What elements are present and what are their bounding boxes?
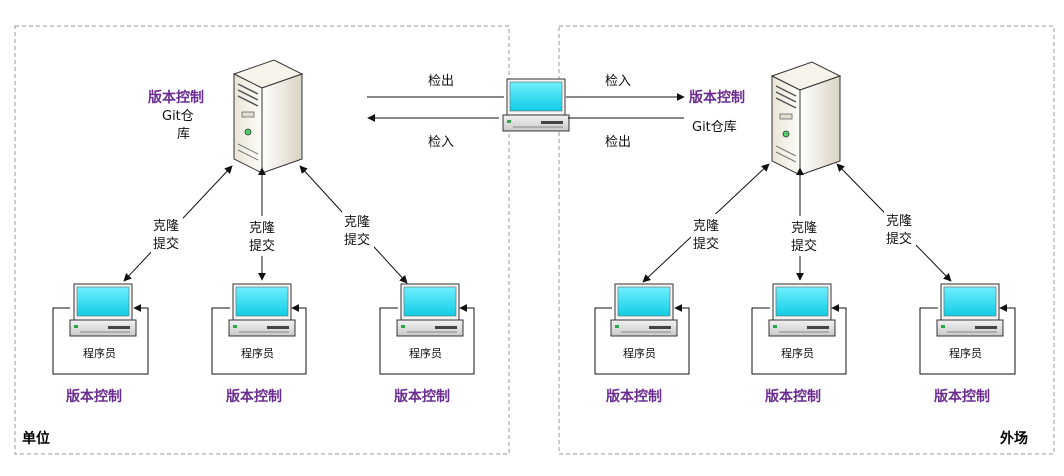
workstation-right-1: 程序员 版本控制 bbox=[594, 283, 690, 405]
workstation-left-2: 程序员 版本控制 bbox=[211, 283, 307, 405]
left-link-3-commit: 提交 bbox=[344, 232, 370, 248]
workstation-role: 程序员 bbox=[241, 346, 274, 360]
self-loop bbox=[379, 304, 475, 375]
right-link-3-label-bg bbox=[884, 209, 916, 249]
workstation-role: 程序员 bbox=[623, 346, 656, 360]
left-server-repo-line2: 库 bbox=[177, 126, 190, 142]
left-link-1-commit: 提交 bbox=[153, 236, 179, 252]
computer-icon bbox=[936, 283, 1004, 337]
self-loop bbox=[751, 304, 847, 375]
workstation-caption: 版本控制 bbox=[394, 388, 450, 405]
left-link-1-label-bg bbox=[151, 213, 183, 253]
right-link-2-label-bg bbox=[789, 216, 821, 256]
left-server bbox=[233, 59, 303, 174]
right-server-repo: Git仓库 bbox=[692, 119, 737, 135]
computer-icon bbox=[396, 283, 464, 337]
server-icon bbox=[233, 59, 303, 174]
workstation-caption: 版本控制 bbox=[606, 388, 662, 405]
workstation-caption: 版本控制 bbox=[226, 388, 282, 405]
self-loop bbox=[211, 304, 307, 375]
transfer-label-bottom-left: 检入 bbox=[428, 135, 454, 150]
computer-icon bbox=[69, 283, 137, 337]
left-link-2-commit: 提交 bbox=[249, 238, 275, 254]
right-server bbox=[771, 61, 841, 176]
right-link-2-clone: 克隆 bbox=[791, 221, 817, 236]
right-link-1-label-bg bbox=[691, 214, 723, 254]
workstation-role: 程序员 bbox=[83, 346, 116, 360]
right-link-3-commit: 提交 bbox=[886, 231, 912, 247]
workstation-right-2: 程序员 版本控制 bbox=[751, 283, 847, 405]
left-link-3-clone: 克隆 bbox=[344, 215, 370, 230]
workstation-caption: 版本控制 bbox=[934, 388, 990, 405]
left-link-2-label-bg bbox=[247, 216, 279, 256]
transfer-label-top-right: 检入 bbox=[605, 74, 631, 89]
self-loop bbox=[919, 304, 1016, 375]
left-server-title: 版本控制 bbox=[148, 89, 204, 106]
right-server-title: 版本控制 bbox=[689, 89, 745, 106]
server-icon bbox=[771, 61, 841, 176]
transfer-label-top-left: 检出 bbox=[428, 74, 454, 89]
right-link-3-clone: 克隆 bbox=[886, 214, 912, 229]
right-link-1-clone: 克隆 bbox=[693, 219, 719, 234]
self-loop bbox=[594, 304, 690, 375]
computer-icon bbox=[610, 283, 678, 337]
left-server-repo-line1: Git仓 bbox=[162, 109, 194, 124]
workstation-role: 程序员 bbox=[409, 346, 442, 360]
right-link-1-commit: 提交 bbox=[693, 236, 719, 252]
workstation-left-3: 程序员 版本控制 bbox=[379, 283, 475, 405]
workstation-caption: 版本控制 bbox=[765, 388, 821, 405]
workstation-role: 程序员 bbox=[781, 346, 814, 360]
computer-icon bbox=[228, 283, 296, 337]
right-link-2-commit: 提交 bbox=[791, 238, 817, 254]
zone-right-label: 外场 bbox=[1000, 430, 1028, 447]
workstation-right-3: 程序员 版本控制 bbox=[919, 283, 1016, 405]
self-loop bbox=[52, 304, 149, 375]
transfer-label-bottom-right: 检出 bbox=[605, 135, 631, 150]
zone-right-border bbox=[558, 25, 1055, 455]
left-link-1-clone: 克隆 bbox=[153, 219, 179, 234]
workstation-role: 程序员 bbox=[949, 346, 982, 360]
left-link-3-label-bg bbox=[342, 210, 374, 250]
workstation-caption: 版本控制 bbox=[66, 388, 122, 405]
computer-icon bbox=[768, 283, 836, 337]
zone-left-label: 单位 bbox=[22, 430, 50, 447]
computer-icon bbox=[502, 78, 570, 132]
transfer-computer bbox=[502, 78, 570, 132]
workstation-left-1: 程序员 版本控制 bbox=[52, 283, 149, 405]
zone-left-border bbox=[14, 25, 510, 455]
left-link-2-clone: 克隆 bbox=[249, 221, 275, 236]
